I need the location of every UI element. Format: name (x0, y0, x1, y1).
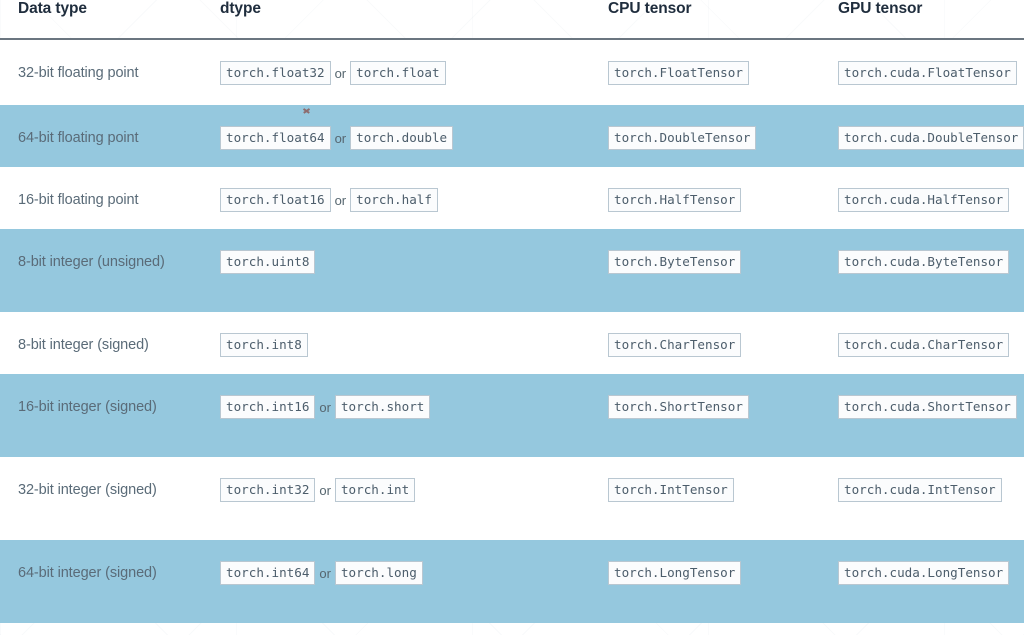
cell-cpu-tensor: torch.ShortTensor (553, 374, 771, 457)
cell-gpu-tensor: torch.cuda.ByteTensor (771, 229, 1024, 312)
cell-dtype: torch.uint8 (205, 229, 553, 312)
cell-gpu-tensor: torch.cuda.ShortTensor (771, 374, 1024, 457)
gpu-tensor-code: torch.cuda.DoubleTensor (838, 126, 1024, 150)
cell-gpu-tensor: torch.cuda.IntTensor (771, 457, 1024, 540)
cell-gpu-tensor: torch.cuda.DoubleTensor (771, 105, 1024, 167)
cell-data-type: 64-bit integer (signed) (18, 565, 157, 581)
cpu-tensor-code: torch.CharTensor (608, 333, 742, 357)
table-row: 8-bit integer (unsigned) torch.uint8 tor… (0, 229, 1024, 312)
cell-cpu-tensor: torch.IntTensor (553, 457, 771, 540)
table-row: 8-bit integer (signed) torch.int8 torch.… (0, 312, 1024, 374)
cell-data-type: 32-bit integer (signed) (18, 482, 157, 498)
cell-cpu-tensor: torch.HalfTensor (553, 167, 771, 229)
dtype-primary-code: torch.int64 (220, 561, 316, 585)
cpu-tensor-code: torch.FloatTensor (608, 61, 749, 85)
column-header-cpu-tensor: CPU tensor (608, 0, 692, 17)
dtype-separator: or (319, 482, 331, 498)
cell-gpu-tensor: torch.cuda.HalfTensor (771, 167, 1024, 229)
cell-gpu-tensor: torch.cuda.FloatTensor (771, 39, 1024, 105)
table-header-row: Data type dtype CPU tensor GPU tensor (0, 0, 1024, 39)
gpu-tensor-code: torch.cuda.CharTensor (838, 333, 1010, 357)
cpu-tensor-code: torch.ShortTensor (608, 395, 749, 419)
dtype-primary-code: torch.float32 (220, 61, 331, 85)
column-header-dtype: dtype (220, 0, 261, 17)
table-header: Data type dtype CPU tensor GPU tensor (0, 0, 1024, 39)
dtype-primary-code: torch.float16 (220, 188, 331, 212)
dtype-primary-code: torch.int32 (220, 478, 316, 502)
cell-cpu-tensor: torch.CharTensor (553, 312, 771, 374)
dtype-alias-code: torch.long (334, 561, 423, 585)
dtype-primary-code: torch.int8 (220, 333, 308, 357)
cell-data-type: 8-bit integer (signed) (18, 337, 149, 353)
gpu-tensor-code: torch.cuda.LongTensor (838, 561, 1010, 585)
cell-gpu-tensor: torch.cuda.CharTensor (771, 312, 1024, 374)
dtype-alias-code: torch.short (334, 395, 431, 419)
cell-cpu-tensor: torch.LongTensor (553, 540, 771, 623)
cell-data-type: 16-bit floating point (18, 192, 139, 208)
dtype-separator: or (334, 130, 347, 146)
gpu-tensor-code: torch.cuda.ByteTensor (838, 250, 1010, 274)
dtype-primary-code: torch.float64 (220, 126, 331, 150)
dtype-alias-code: torch.float (350, 61, 446, 85)
dtype-separator: or (334, 65, 347, 81)
cpu-tensor-code: torch.LongTensor (608, 561, 742, 585)
gpu-tensor-code: torch.cuda.HalfTensor (838, 188, 1010, 212)
cell-data-type: 8-bit integer (unsigned) (18, 254, 165, 270)
cell-data-type: 16-bit integer (signed) (18, 399, 157, 415)
cell-dtype: torch.int8 (205, 312, 553, 374)
gpu-tensor-code: torch.cuda.ShortTensor (838, 395, 1017, 419)
cell-cpu-tensor: torch.FloatTensor (553, 39, 771, 105)
dtype-separator: or (319, 565, 331, 581)
column-header-data-type: Data type (18, 0, 87, 17)
gpu-tensor-code: torch.cuda.IntTensor (838, 478, 1002, 502)
column-header-gpu-tensor: GPU tensor (838, 0, 923, 17)
dtype-alias-code: torch.double (350, 126, 454, 150)
cpu-tensor-code: torch.HalfTensor (608, 188, 742, 212)
cell-cpu-tensor: torch.ByteTensor (553, 229, 771, 312)
cell-data-type: 32-bit floating point (18, 65, 139, 81)
dtype-primary-code: torch.int16 (220, 395, 316, 419)
dtype-separator: or (319, 399, 331, 415)
cpu-tensor-code: torch.DoubleTensor (608, 126, 757, 150)
dtype-alias-code: torch.int (334, 478, 416, 502)
cell-cpu-tensor: torch.DoubleTensor (553, 105, 771, 167)
dtype-separator: or (334, 192, 347, 208)
cpu-tensor-code: torch.IntTensor (608, 478, 734, 502)
gpu-tensor-code: torch.cuda.FloatTensor (838, 61, 1017, 85)
cpu-tensor-code: torch.ByteTensor (608, 250, 742, 274)
dtype-alias-code: torch.half (350, 188, 438, 212)
cell-gpu-tensor: torch.cuda.LongTensor (771, 540, 1024, 623)
dtype-primary-code: torch.uint8 (220, 250, 316, 274)
cell-data-type: 64-bit floating point (18, 130, 139, 146)
